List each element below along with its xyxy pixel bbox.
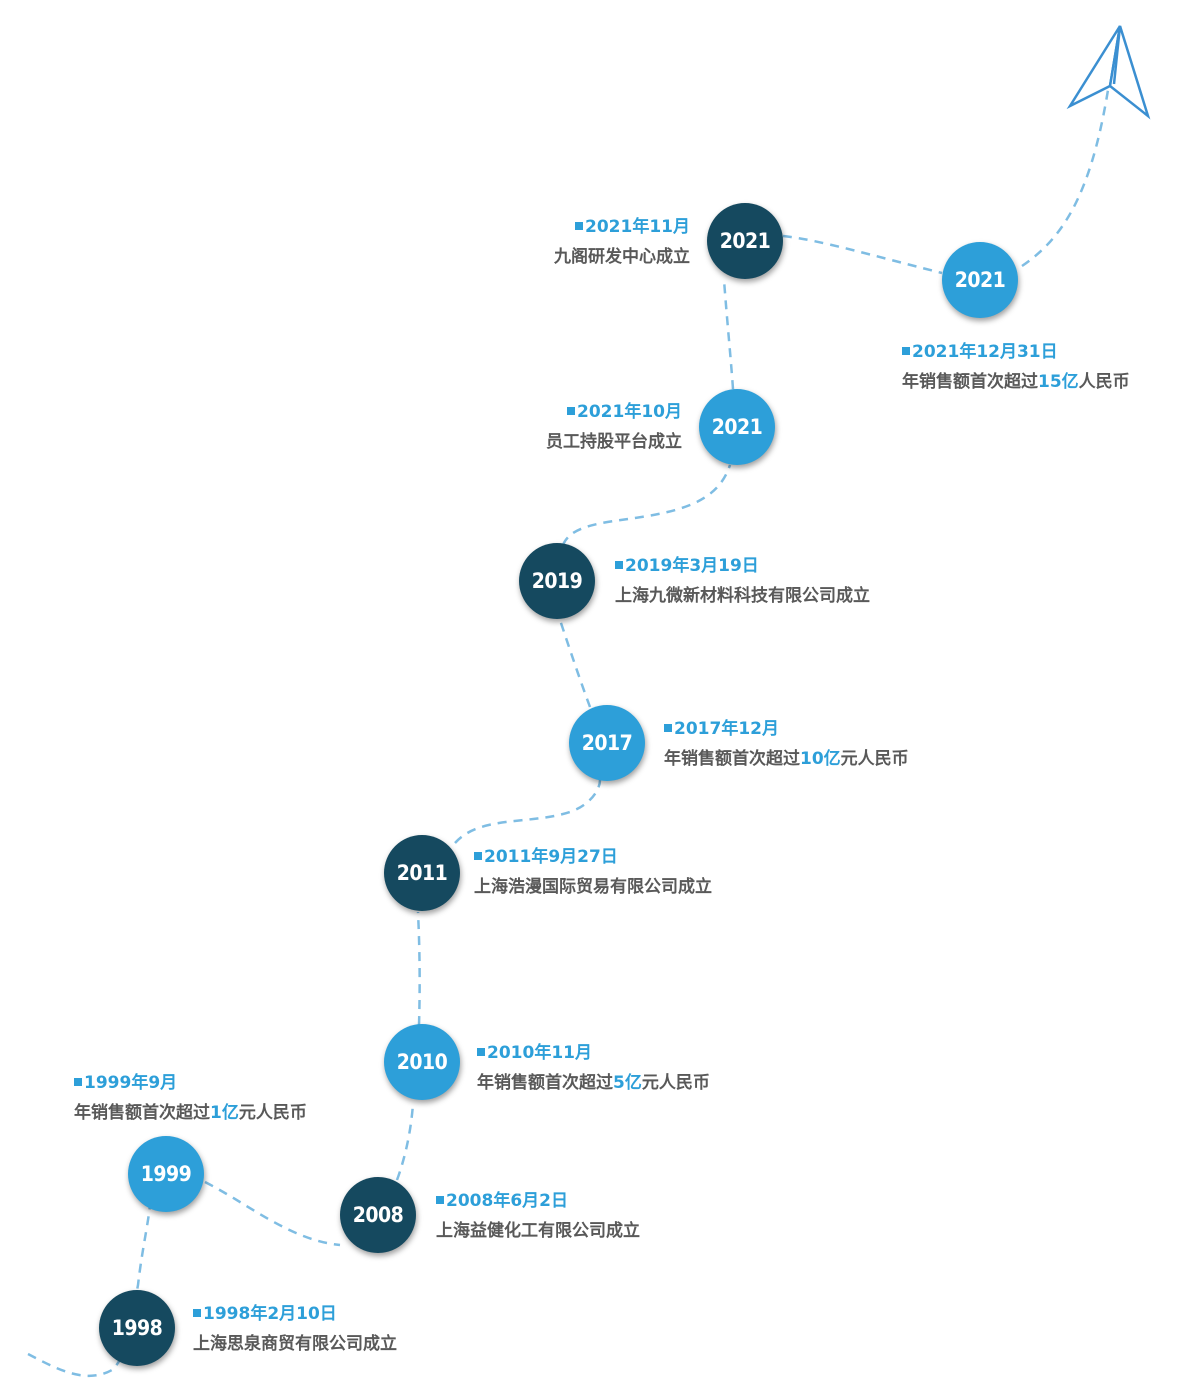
milestone-date: 2021年11月: [554, 216, 690, 238]
milestone-date: 2021年10月: [546, 401, 682, 423]
year-label: 2008: [352, 1203, 404, 1227]
year-node-2017: 2017: [569, 705, 645, 781]
year-node-2021-nov: 2021: [707, 203, 783, 279]
year-label: 2010: [396, 1050, 448, 1074]
milestone-desc: 年销售额首次超过1亿元人民币: [74, 1103, 307, 1123]
bullet-square-icon: [193, 1309, 201, 1317]
milestone-desc: 上海浩漫国际贸易有限公司成立: [474, 877, 712, 897]
year-label: 2021: [954, 268, 1006, 292]
paper-plane-arrow-icon: [1066, 25, 1151, 120]
bullet-square-icon: [477, 1048, 485, 1056]
milestone-date: 2008年6月2日: [436, 1190, 640, 1212]
milestone-date: 2010年11月: [477, 1042, 710, 1064]
milestone-date: 1998年2月10日: [193, 1303, 397, 1325]
milestone-desc: 上海九微新材料科技有限公司成立: [615, 586, 870, 606]
milestone-2017: 2017年12月 年销售额首次超过10亿元人民币: [664, 718, 909, 771]
milestone-date: 2011年9月27日: [474, 846, 712, 868]
bullet-square-icon: [664, 724, 672, 732]
year-label: 2017: [581, 731, 633, 755]
milestone-date: 1999年9月: [74, 1072, 307, 1094]
milestone-2011: 2011年9月27日 上海浩漫国际贸易有限公司成立: [474, 846, 712, 899]
year-label: 2021: [711, 415, 763, 439]
milestone-2019: 2019年3月19日 上海九微新材料科技有限公司成立: [615, 555, 870, 608]
year-node-2019: 2019: [519, 543, 595, 619]
milestone-desc: 上海益健化工有限公司成立: [436, 1221, 640, 1241]
milestone-desc: 九阁研发中心成立: [554, 247, 690, 267]
milestone-desc: 上海思泉商贸有限公司成立: [193, 1334, 397, 1354]
milestone-2021-nov: 2021年11月 九阁研发中心成立: [554, 216, 690, 269]
milestone-date: 2017年12月: [664, 718, 909, 740]
year-label: 1998: [111, 1316, 163, 1340]
milestone-2008: 2008年6月2日 上海益健化工有限公司成立: [436, 1190, 640, 1243]
year-node-1998: 1998: [99, 1290, 175, 1366]
year-node-2021-oct: 2021: [699, 389, 775, 465]
milestone-desc: 年销售额首次超过15亿人民币: [902, 372, 1130, 392]
milestone-1998: 1998年2月10日 上海思泉商贸有限公司成立: [193, 1303, 397, 1356]
year-node-2021-dec: 2021: [942, 242, 1018, 318]
year-node-2011: 2011: [384, 835, 460, 911]
milestone-2010: 2010年11月 年销售额首次超过5亿元人民币: [477, 1042, 710, 1095]
milestone-2021-dec: 2021年12月31日 年销售额首次超过15亿人民币: [902, 341, 1130, 394]
milestone-2021-oct: 2021年10月 员工持股平台成立: [546, 401, 682, 454]
bullet-square-icon: [902, 347, 910, 355]
bullet-square-icon: [74, 1078, 82, 1086]
bullet-square-icon: [575, 222, 584, 230]
milestone-desc: 年销售额首次超过5亿元人民币: [477, 1073, 710, 1093]
year-label: 2019: [531, 569, 583, 593]
year-node-2010: 2010: [384, 1024, 460, 1100]
year-label: 1999: [140, 1162, 192, 1186]
milestone-desc: 员工持股平台成立: [546, 432, 682, 452]
milestone-date: 2021年12月31日: [902, 341, 1130, 363]
year-label: 2011: [396, 861, 448, 885]
bullet-square-icon: [474, 852, 482, 860]
milestone-desc: 年销售额首次超过10亿元人民币: [664, 749, 909, 769]
milestone-date: 2019年3月19日: [615, 555, 870, 577]
bullet-square-icon: [615, 561, 623, 569]
bullet-square-icon: [567, 407, 576, 415]
year-node-2008: 2008: [340, 1177, 416, 1253]
bullet-square-icon: [436, 1196, 444, 1204]
year-node-1999: 1999: [128, 1136, 204, 1212]
year-label: 2021: [719, 229, 771, 253]
milestone-1999: 1999年9月 年销售额首次超过1亿元人民币: [74, 1072, 307, 1125]
